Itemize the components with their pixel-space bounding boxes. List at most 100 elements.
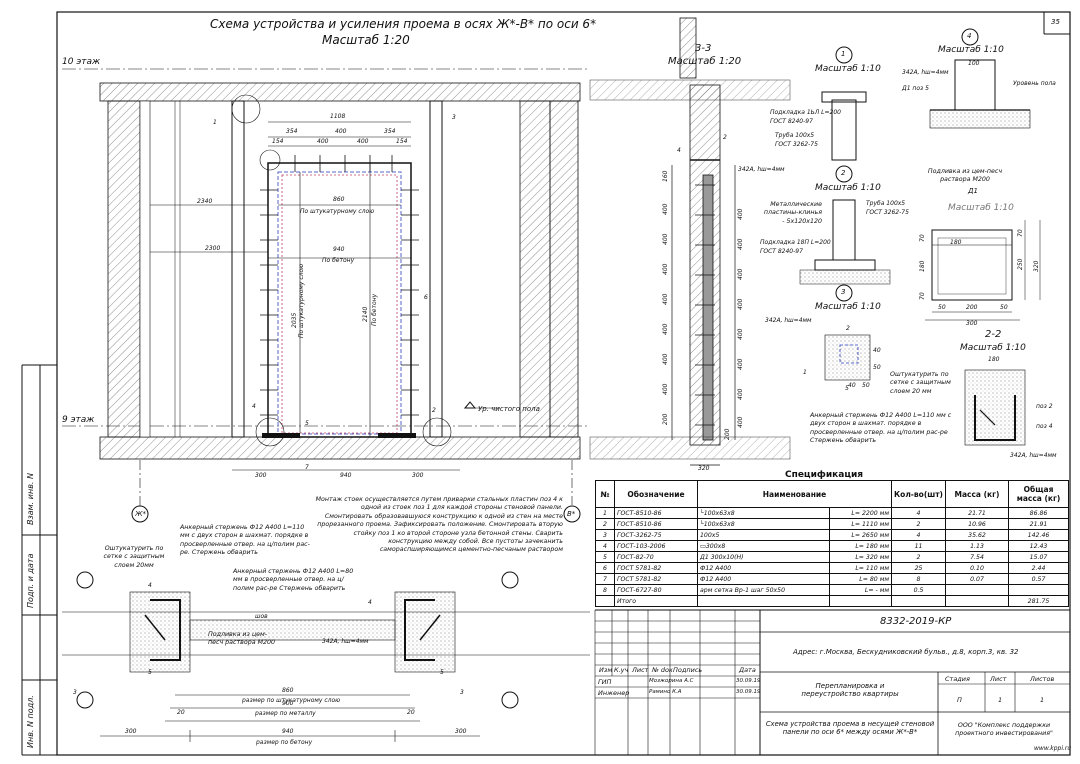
main-scale: Масштаб 1:20 (322, 33, 410, 47)
plaster-label: По штукатурному слою (300, 208, 375, 215)
dim-300-left: 300 (255, 472, 267, 479)
spec-len: L= 110 мм (828, 562, 893, 574)
d1-dim-320: 320 (1033, 260, 1040, 272)
detail2-pipe: Труба 100х5 (866, 200, 906, 207)
spec-len: L= - мм (828, 584, 893, 596)
detail3-dim-40a: 40 (873, 347, 881, 354)
plan-dim-860: 860 (282, 687, 294, 694)
detail3-dim-50b: 50 (862, 382, 870, 389)
detail3-mark-5: 5 (845, 385, 849, 392)
stamp-site: www.kppi.ru (1034, 745, 1072, 752)
spec-total-label: Итого (614, 595, 698, 607)
spec-mass (945, 584, 1009, 596)
main-title: Схема устройства и усиления проема в ося… (210, 17, 597, 31)
stamp-col-date: Дата (739, 666, 756, 674)
stamp-col-doc: № doк (652, 666, 673, 674)
detail3-num: 3 (841, 288, 846, 296)
detail3-dim-50a: 50 (873, 364, 881, 371)
axis-left-label: Ж* (135, 510, 147, 518)
section33-dim-r7: 400 (737, 388, 744, 400)
section33-title: 3-3 (695, 43, 712, 54)
spec-name: 100х5 (697, 529, 830, 541)
spec-len: L= 80 мм (828, 573, 893, 585)
detail4-floor: Уровень пола (1013, 80, 1056, 87)
dim-400b: 400 (317, 138, 329, 145)
sheet-number: 35 (1051, 18, 1060, 26)
dim-354a: 354 (286, 128, 298, 135)
anchor-callout: Анкерный стержень Ф12 А400 L=110 мм с дв… (810, 412, 952, 445)
spec-qty: 4 (891, 529, 946, 541)
section33-dim-400f: 400 (662, 353, 669, 365)
detail2-pad: Подкладка 18П L=200 (760, 239, 831, 246)
spec-code: ГОСТ-8510-86 (614, 518, 698, 530)
section33-dim-r3: 400 (737, 268, 744, 280)
margin-sign-label: Подп. и дата (26, 553, 35, 609)
plan-dim-300b: 300 (455, 728, 467, 735)
detail2-num: 2 (841, 169, 846, 177)
spec-qty: 11 (891, 540, 946, 552)
spec-total (1008, 584, 1069, 596)
concrete-label-v: По бетону (371, 293, 378, 326)
detail3-dim-40b: 40 (848, 382, 856, 389)
dim-1108: 1108 (330, 113, 346, 120)
plaster-callout: Оштукатурить по сетке с защитным слоем 2… (890, 371, 951, 395)
d1-title: Д1 (968, 187, 978, 195)
stamp-sheets-label: Листов (1030, 675, 1055, 683)
spec-mass: 0.10 (945, 562, 1009, 574)
detail4-pad: Подливка из цем-песч раствора М200 (927, 168, 1003, 184)
detail4-dim: 100 (968, 60, 980, 67)
spec-code: ГОСТ-3262-75 (614, 529, 698, 541)
section33-mark-2: 2 (723, 134, 727, 141)
floor-upper-label: 10 этаж (62, 57, 101, 67)
spec-len: L= 180 мм (828, 540, 893, 552)
spec-mass: 7.54 (945, 551, 1009, 563)
upper-slab (99, 82, 581, 102)
spec-n: 4 (595, 540, 615, 552)
project-address: Адрес: г.Москва, Бескудниковский бульв.,… (793, 648, 1019, 656)
spec-total-value: 281.75 (1008, 595, 1069, 607)
d1-dim-50a: 50 (938, 304, 946, 311)
section33-dim-400c: 400 (662, 263, 669, 275)
spec-code: ГОСТ-103-2006 (614, 540, 698, 552)
dim-2140: 2140 (362, 306, 369, 322)
spec-name: └100х63х8 (697, 518, 830, 530)
floor-lower-label: 9 этаж (62, 415, 95, 425)
s22-scale: Масштаб 1:10 (960, 343, 1026, 353)
plan-plaster-note: Оштукатурить по сетке с защитным слоем 2… (103, 545, 165, 569)
stamp-sheet-label: Лист (990, 675, 1007, 683)
spec-code: ГОСТ 5781-82 (614, 562, 698, 574)
plan-anchor110-note: Анкерный стержень Ф12 А400 L=110 мм с дв… (180, 524, 310, 557)
section33-dim-400b: 400 (662, 233, 669, 245)
marker-2: 2 (432, 407, 436, 414)
spec-n: 8 (595, 584, 615, 596)
section33-dim-400d: 400 (662, 293, 669, 305)
stamp-engineer: Инженер (598, 689, 630, 697)
concrete-label: По бетону (322, 257, 355, 264)
section33-dim-400e: 400 (662, 323, 669, 335)
detail3-mark-1: 1 (803, 369, 807, 376)
spec-qty: 2 (891, 518, 946, 530)
dim-2340: 2340 (197, 198, 213, 205)
section33-dim-400g: 400 (662, 383, 669, 395)
marker-1: 1 (213, 119, 217, 126)
s22-dim: 180 (988, 356, 1000, 363)
dim-2300: 2300 (205, 245, 221, 252)
s22-weld: 342А, hш=4мм (1010, 452, 1057, 459)
section33-dim-400: 400 (662, 203, 669, 215)
stamp-drawing: Схема устройства проема в несущей стенов… (765, 720, 935, 737)
spec-mass: 21.71 (945, 507, 1009, 519)
opening-outline (267, 162, 412, 438)
stamp-sheets: 1 (1040, 696, 1045, 704)
dim-400c: 400 (357, 138, 369, 145)
spec-n: 1 (595, 507, 615, 519)
detail4-item: Д1 поз 5 (902, 85, 929, 92)
plan-mark-3b: 3 (460, 689, 464, 696)
spec-n: 7 (595, 573, 615, 585)
spec-total-row: Итого 281.75 (595, 595, 1069, 607)
spec-qty: 2 (891, 551, 946, 563)
detail3-weld: 342А, hш=4мм (765, 317, 812, 324)
detail1-pipe-gost: ГОСТ 3262-75 (775, 141, 818, 148)
